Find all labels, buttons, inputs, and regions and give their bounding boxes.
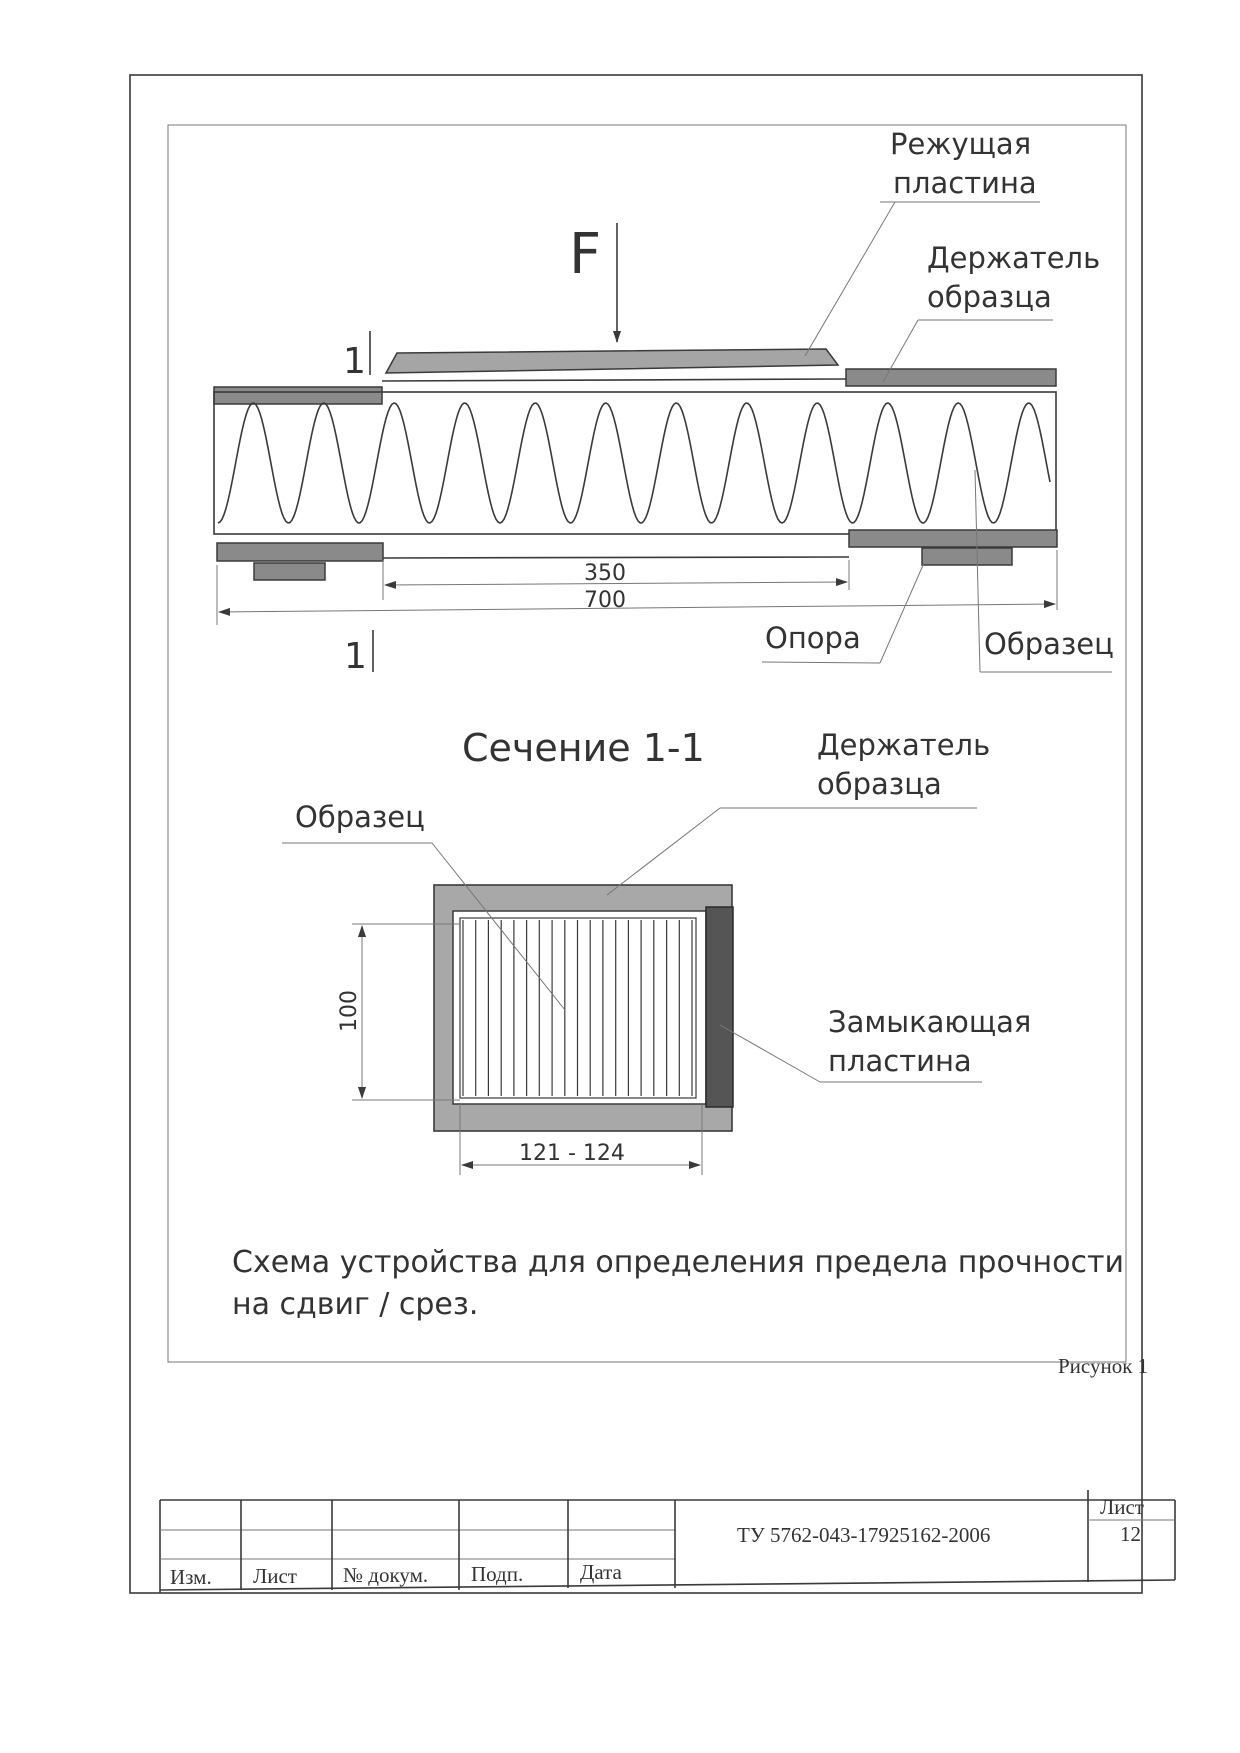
title-block (159, 1490, 1176, 1593)
holder-section-label-line2: образца (817, 767, 942, 801)
holder-top-right (845, 368, 1057, 387)
section-mark-top: 1 (343, 341, 366, 382)
col-list: Лист (253, 1564, 297, 1588)
document-code: ТУ 5762-043-17925162-2006 (737, 1523, 990, 1547)
outer-frame (129, 74, 1143, 1594)
holder-section-label-line1: Держатель (817, 728, 990, 762)
device-side-view (213, 348, 1058, 581)
dimension-700-label: 700 (584, 588, 626, 613)
cross-section (433, 884, 734, 1132)
sample-section-label: Образец (295, 800, 425, 834)
dimension-121-124-label: 121 - 124 (519, 1141, 625, 1166)
support-label: Опора (765, 621, 861, 655)
dimension-350-label: 350 (584, 561, 626, 586)
holder-top-left (213, 386, 383, 405)
sheet-label: Лист (1100, 1495, 1144, 1519)
closing-plate-label-line1: Замыкающая (828, 1005, 1031, 1039)
dimension-121-124 (459, 1104, 703, 1175)
col-doc: № докум. (343, 1563, 428, 1587)
support-right (921, 547, 1013, 566)
sample-fins (462, 920, 693, 1096)
col-date: Дата (580, 1560, 623, 1584)
section-mark-bottom: 1 (344, 636, 367, 677)
dimension-700 (216, 550, 1058, 625)
closing-plate-label-line2: пластина (828, 1044, 972, 1078)
caption-line1: Схема устройства для определения предела… (232, 1245, 1124, 1280)
support-left (253, 562, 326, 581)
force-label: F (569, 222, 601, 287)
holder-bottom-right (848, 529, 1058, 548)
cutting-plate-label-line1: Режущая (890, 127, 1031, 161)
sample-body (213, 391, 1057, 535)
figure-label: Рисунок 1 (1058, 1354, 1148, 1378)
dimension-100-label: 100 (337, 990, 362, 1032)
sample-corrugation (217, 402, 1051, 524)
col-sign: Подп. (471, 1562, 523, 1586)
cutting-plate-label-line2: пластина (893, 166, 1037, 200)
caption-line2: на сдвиг / срез. (232, 1287, 478, 1322)
col-izm: Изм. (170, 1565, 212, 1589)
holder-top-label-line2: образца (927, 280, 1052, 314)
dimension-350 (382, 560, 850, 600)
holder-top-label-line1: Держатель (927, 241, 1100, 275)
sample-right-label: Образец (984, 627, 1114, 661)
sheet-number: 12 (1120, 1522, 1141, 1546)
cutting-plate (384, 348, 840, 374)
closing-plate (705, 906, 734, 1108)
dimension-100 (352, 923, 460, 1101)
holder-bottom-left (216, 542, 384, 562)
inner-frame (167, 124, 1127, 1363)
section-title: Сечение 1-1 (462, 726, 705, 770)
